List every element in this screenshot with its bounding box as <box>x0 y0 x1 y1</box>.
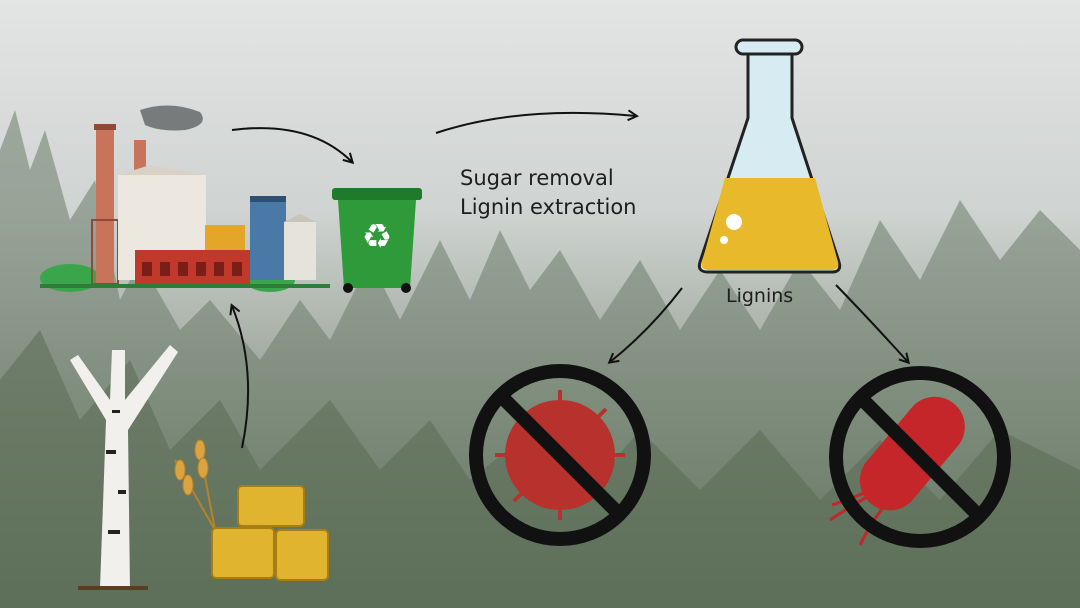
arrow-to-flask <box>435 113 636 134</box>
recycling-bin-icon: ♻ <box>332 188 422 293</box>
arrow-flask-to-virus <box>610 287 683 362</box>
wheat-icon <box>174 439 216 531</box>
arrow-factory-to-bin <box>231 127 352 162</box>
prohibited-sign-icon <box>829 366 1011 548</box>
lignin-extraction-text: Lignin extraction <box>460 195 637 219</box>
birch-tree-icon <box>70 345 178 590</box>
sugar-removal-text: Sugar removal <box>460 166 614 190</box>
arrow-biomass-to-factory <box>232 306 250 449</box>
prohibited-sign-icon <box>469 364 651 546</box>
factory-icon <box>40 105 330 292</box>
recycle-icon: ♻ <box>362 217 392 257</box>
process-step-label: Sugar removal Lignin extraction <box>460 164 636 222</box>
hay-bales-icon <box>211 485 329 581</box>
flask-icon <box>697 38 842 274</box>
arrow-flask-to-bacteria <box>835 284 908 362</box>
lignins-label: Lignins <box>726 285 794 307</box>
